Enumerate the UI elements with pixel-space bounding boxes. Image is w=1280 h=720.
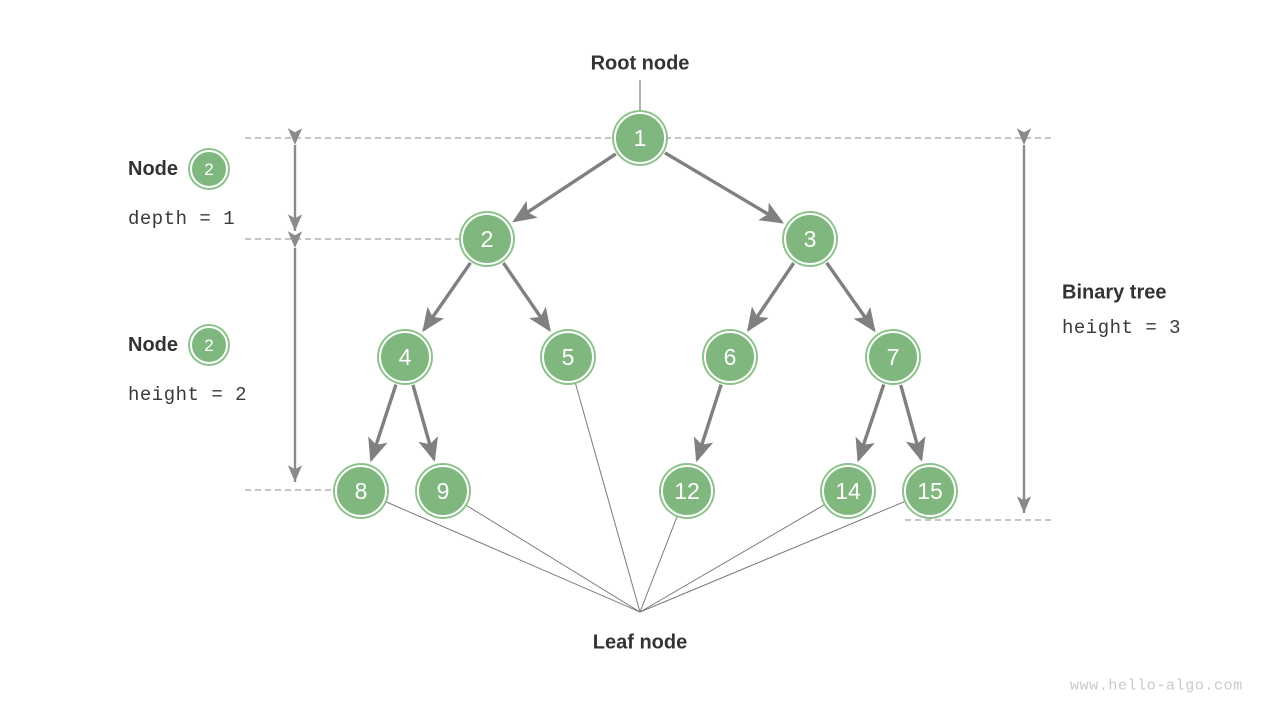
- tree-node-15: 15: [904, 465, 956, 517]
- tree-node-9: 9: [417, 465, 469, 517]
- legend-binary-tree-detail: height = 3: [1062, 317, 1182, 339]
- tree-node-4: 4: [379, 331, 431, 383]
- site-watermark: www.hello-algo.com: [1070, 677, 1243, 695]
- leaf-leader-n8: [385, 501, 641, 613]
- legend-node-height-text: Node: [128, 333, 178, 356]
- tree-node-5: 5: [542, 331, 594, 383]
- tree-edge-n4-n9: [411, 384, 439, 462]
- root-node-label: Root node: [590, 52, 690, 75]
- tree-edge-n2-n4: [422, 261, 472, 333]
- leaf-leader-lines-group: [385, 382, 906, 613]
- tree-node-7: 7: [867, 331, 919, 383]
- tree-node-3: 3: [784, 213, 836, 265]
- legend-node-height-title: Node 2: [128, 326, 228, 364]
- legend-node-depth-badge: 2: [190, 150, 228, 188]
- tree-node-8: 8: [335, 465, 387, 517]
- legend-node-depth-detail: depth = 1: [128, 208, 236, 230]
- tree-node-14: 14: [822, 465, 874, 517]
- legend-node-height-detail: height = 2: [128, 384, 248, 406]
- tree-node-6: 6: [704, 331, 756, 383]
- tree-edge-n7-n14: [855, 383, 886, 463]
- tree-edges-group: [368, 151, 926, 463]
- tree-node-12: 12: [661, 465, 713, 517]
- legend-node-depth-text: Node: [128, 157, 178, 180]
- tree-edge-n3-n7: [825, 261, 876, 333]
- tree-node-1: 1: [614, 112, 666, 164]
- tree-edge-n3-n6: [746, 262, 796, 332]
- legend-node-depth-title: Node 2: [128, 150, 228, 188]
- tree-edge-n1-n2: [512, 152, 617, 223]
- tree-edge-n2-n5: [502, 261, 551, 333]
- tree-edge-n1-n3: [664, 151, 784, 224]
- dimension-arrows-group: [287, 128, 1032, 513]
- leaf-node-label: Leaf node: [592, 631, 688, 654]
- leaf-leader-n14: [639, 504, 825, 613]
- legend-binary-tree-title: Binary tree: [1062, 281, 1167, 304]
- leaf-leader-n12: [639, 515, 678, 613]
- leaf-leader-n5: [574, 382, 641, 613]
- tree-edge-n4-n8: [368, 384, 398, 463]
- legend-node-height-badge: 2: [190, 326, 228, 364]
- tree-edge-n6-n12: [693, 384, 723, 463]
- tree-node-2: 2: [461, 213, 513, 265]
- leaf-leader-n9: [465, 504, 641, 613]
- leaf-leader-n15: [639, 500, 906, 613]
- guide-lines-group: [245, 137, 1055, 521]
- tree-edge-n7-n15: [899, 384, 926, 462]
